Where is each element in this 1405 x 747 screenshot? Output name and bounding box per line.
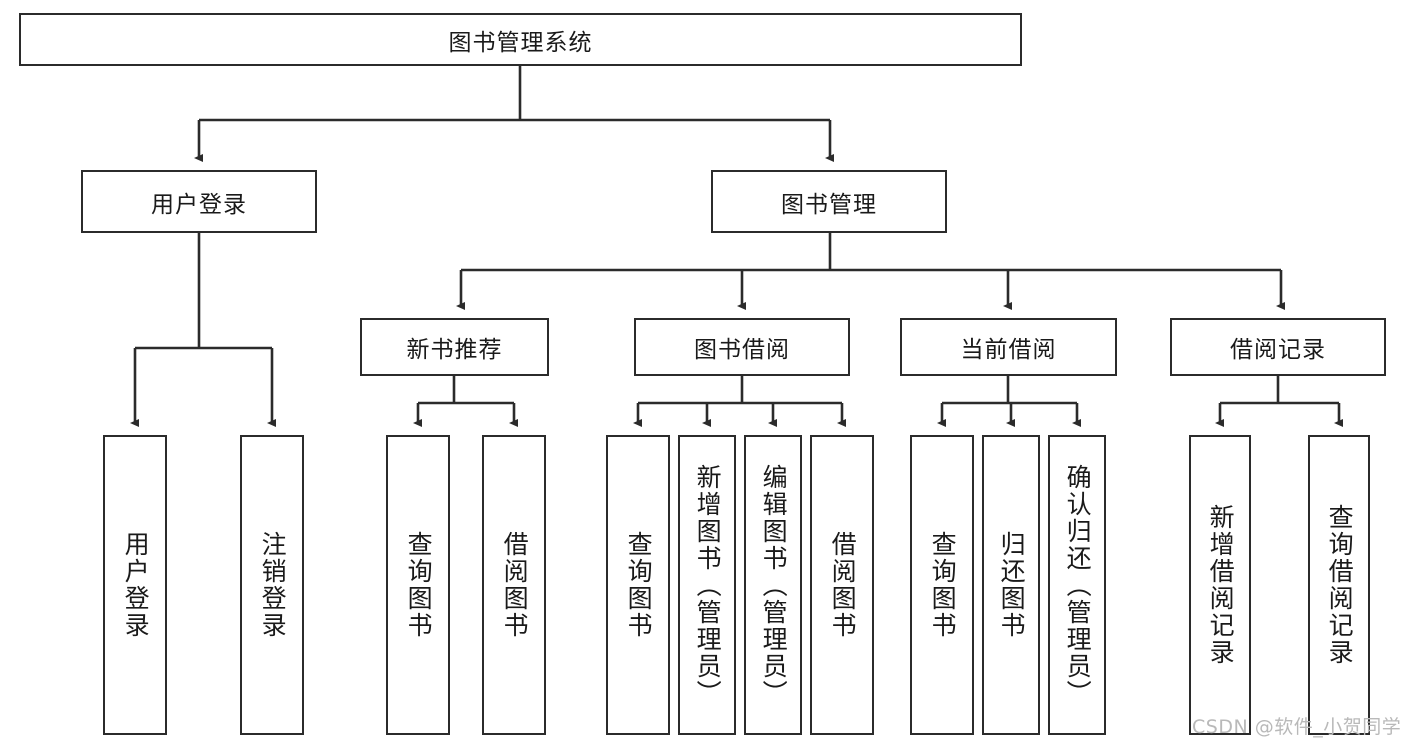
leaf-query-book-new[interactable]: 查询图书: [386, 435, 450, 735]
leaf-edit-book-admin[interactable]: 编辑图书（管理员）: [744, 435, 802, 735]
leaf-add-book-admin-label: 新增图书（管理员）: [693, 463, 723, 707]
node-borrow-records[interactable]: 借阅记录: [1170, 318, 1386, 376]
leaf-user-login[interactable]: 用户登录: [103, 435, 167, 735]
leaf-confirm-return-admin[interactable]: 确认归还（管理员）: [1048, 435, 1106, 735]
leaf-query-borrow-record[interactable]: 查询借阅记录: [1308, 435, 1370, 735]
leaf-confirm-return-admin-label: 确认归还（管理员）: [1063, 463, 1093, 707]
leaf-borrow-book-new[interactable]: 借阅图书: [482, 435, 546, 735]
leaf-query-book-current-label: 查询图书: [928, 531, 958, 639]
leaf-borrow-book-new-label: 借阅图书: [500, 531, 530, 639]
leaf-query-book[interactable]: 查询图书: [606, 435, 670, 735]
leaf-user-login-label: 用户登录: [121, 531, 151, 639]
node-current-borrow-label: 当前借阅: [960, 337, 1057, 363]
leaf-borrow-book[interactable]: 借阅图书: [810, 435, 874, 735]
leaf-logout-label: 注销登录: [258, 531, 288, 639]
node-current-borrow[interactable]: 当前借阅: [900, 318, 1117, 376]
node-book-management[interactable]: 图书管理: [711, 170, 947, 233]
node-root[interactable]: 图书管理系统: [19, 13, 1022, 66]
leaf-query-book-current[interactable]: 查询图书: [910, 435, 974, 735]
node-book-management-label: 图书管理: [781, 191, 877, 218]
leaf-borrow-book-label: 借阅图书: [828, 531, 858, 639]
leaf-add-book-admin[interactable]: 新增图书（管理员）: [678, 435, 736, 735]
leaf-edit-book-admin-label: 编辑图书（管理员）: [759, 463, 789, 707]
node-book-borrow[interactable]: 图书借阅: [634, 318, 850, 376]
leaf-add-borrow-record-label: 新增借阅记录: [1206, 504, 1236, 666]
leaf-add-borrow-record[interactable]: 新增借阅记录: [1189, 435, 1251, 735]
leaf-logout[interactable]: 注销登录: [240, 435, 304, 735]
node-user-login[interactable]: 用户登录: [81, 170, 317, 233]
leaf-query-book-new-label: 查询图书: [404, 531, 434, 639]
node-borrow-records-label: 借阅记录: [1230, 337, 1326, 363]
node-new-book-recommend[interactable]: 新书推荐: [360, 318, 549, 376]
node-new-book-recommend-label: 新书推荐: [406, 337, 503, 363]
leaf-return-book-label: 归还图书: [997, 531, 1027, 639]
node-user-login-label: 用户登录: [151, 191, 247, 218]
leaf-query-book-label: 查询图书: [624, 531, 654, 639]
node-root-label: 图书管理系统: [448, 29, 593, 56]
csdn-watermark: CSDN @软件_小贺同学: [1192, 716, 1402, 738]
leaf-return-book[interactable]: 归还图书: [982, 435, 1040, 735]
node-book-borrow-label: 图书借阅: [694, 337, 790, 363]
leaf-query-borrow-record-label: 查询借阅记录: [1325, 504, 1355, 666]
